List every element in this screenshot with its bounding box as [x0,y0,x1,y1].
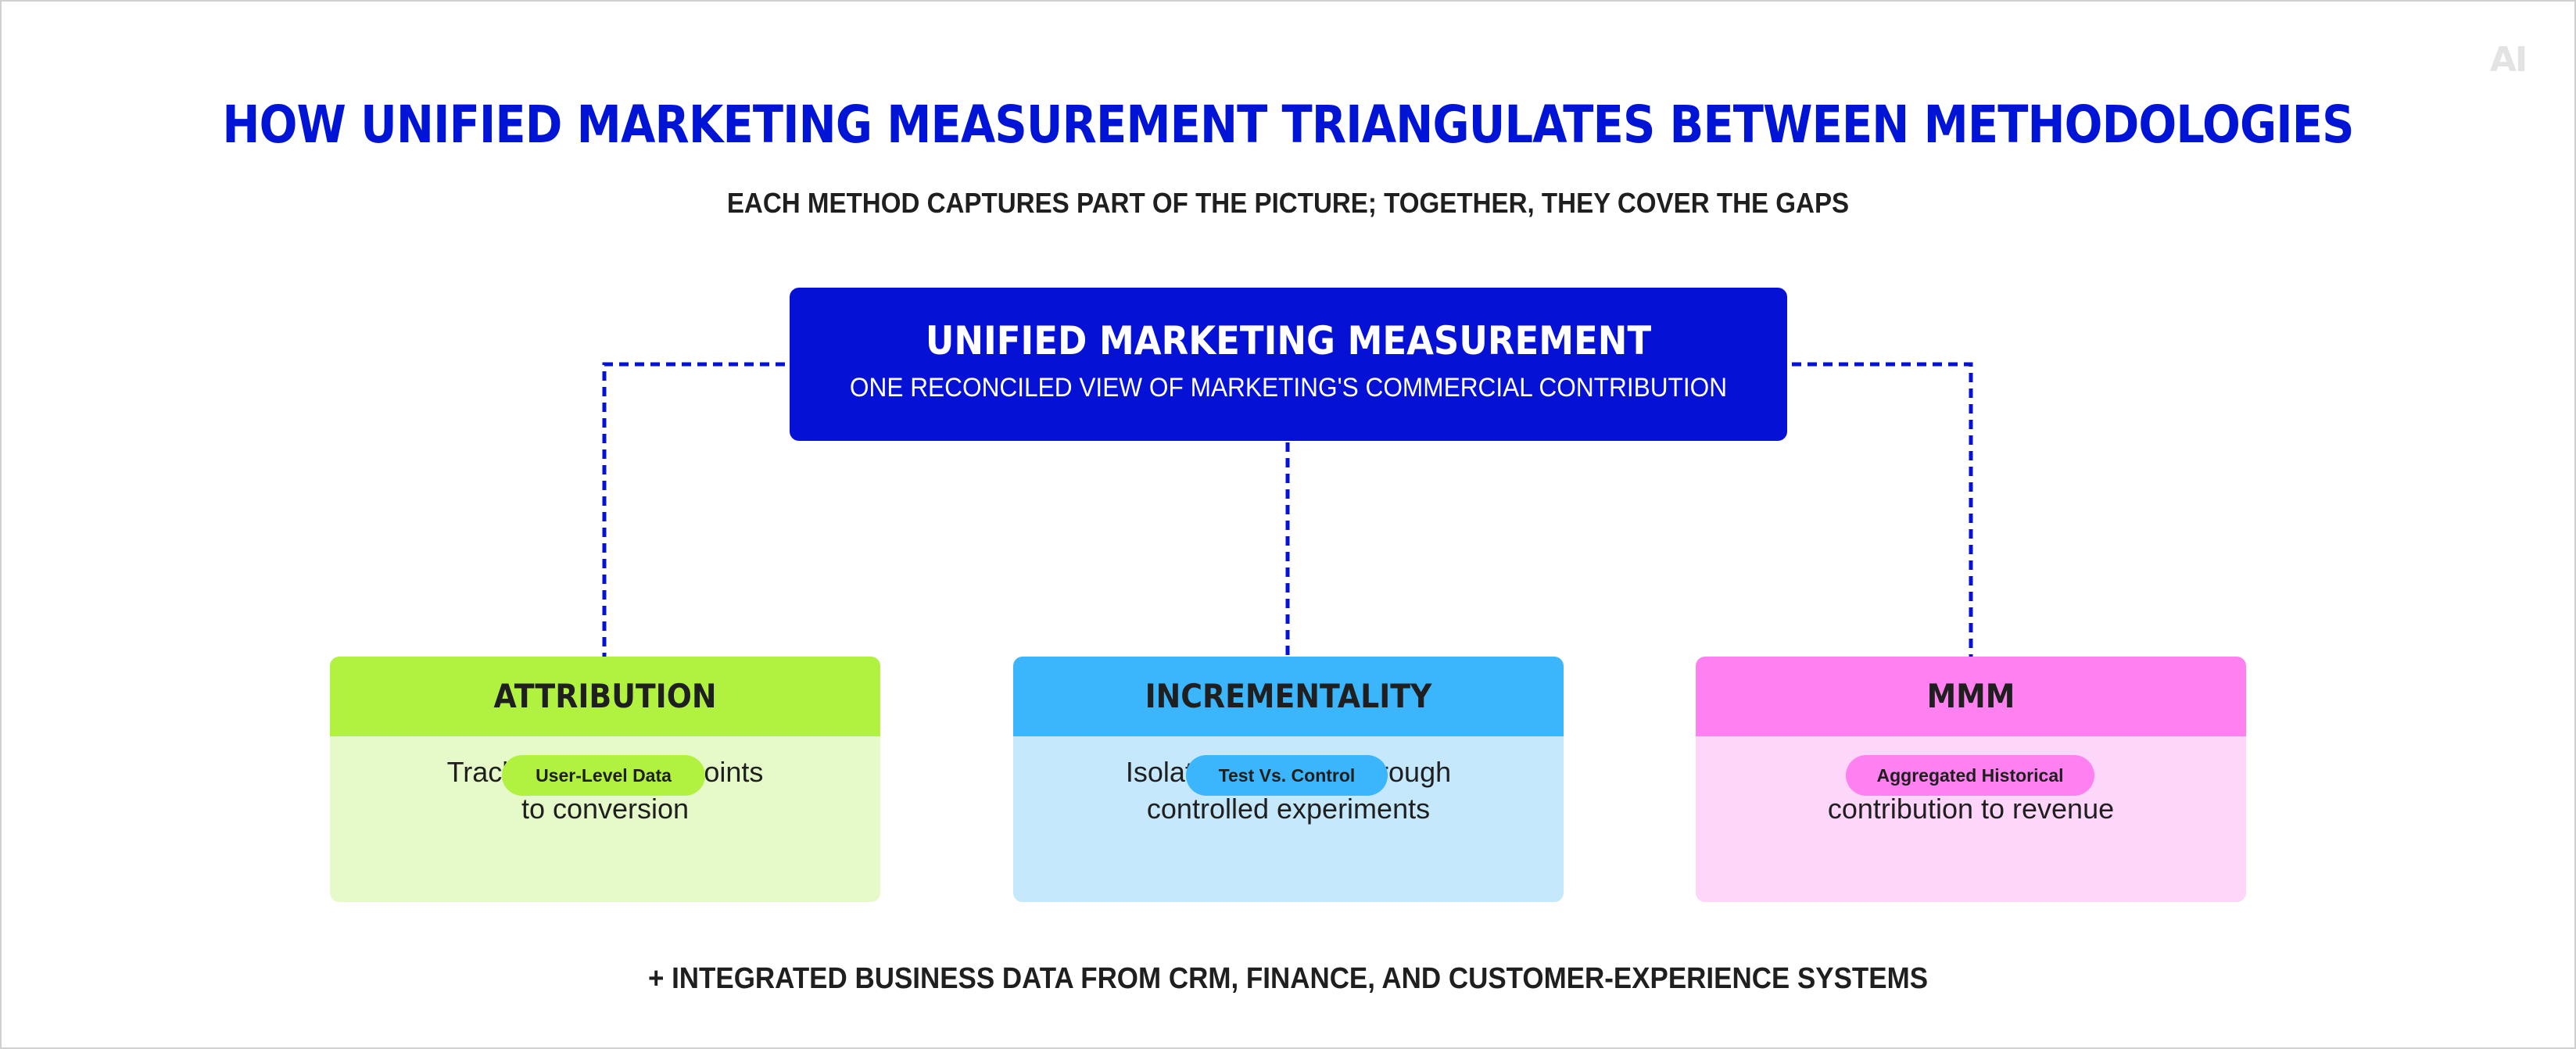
page-subtitle: EACH METHOD CAPTURES PART OF THE PICTURE… [726,187,1850,219]
card-description-line: to conversion [521,793,690,825]
card-description-line: contribution to revenue [1827,793,2115,825]
tag-pill: Aggregated Historical [1846,755,2094,796]
tag-pill: Test Vs. Control [1186,755,1388,796]
card-description-line: controlled experiments [1146,793,1431,825]
card-title: MMM [1926,677,2015,715]
card-header: ATTRIBUTION [330,657,880,736]
card-title: ATTRIBUTION [493,677,717,715]
hub-subtitle: ONE RECONCILED VIEW OF MARKETING'S COMME… [849,373,1728,403]
card-header: INCREMENTALITY [1013,657,1564,736]
card-title: INCREMENTALITY [1145,677,1432,715]
tag-pill: User-Level Data [502,755,705,796]
hub-box: UNIFIED MARKETING MEASUREMENT ONE RECONC… [790,288,1787,441]
card-header: MMM [1696,657,2246,736]
connector-attribution [602,362,785,657]
brand-logo: AI [2489,40,2528,80]
connector-mmm [1792,362,1973,657]
footer-note: + INTEGRATED BUSINESS DATA FROM CRM, FIN… [647,962,1929,995]
hub-title: UNIFIED MARKETING MEASUREMENT [925,318,1652,363]
page-title: HOW UNIFIED MARKETING MEASUREMENT TRIANG… [222,95,2354,155]
